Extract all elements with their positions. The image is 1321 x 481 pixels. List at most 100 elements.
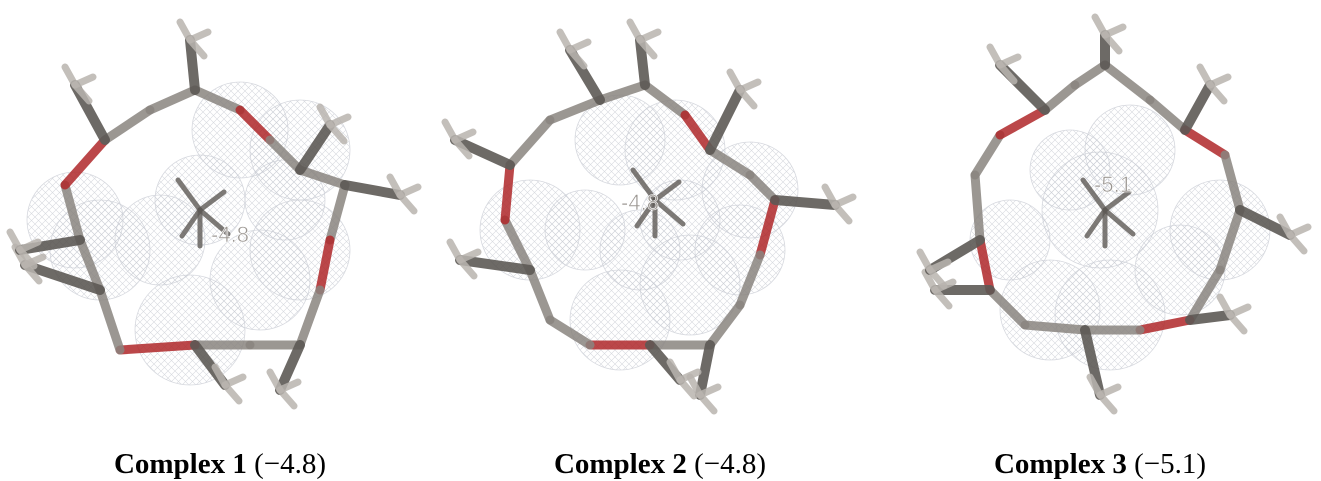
complex-3-caption: Complex 3 (−5.1) [880, 448, 1320, 480]
guest-bond [634, 197, 658, 229]
hydrogen-bond-stub [1096, 391, 1118, 415]
complex-1-value: (−4.8) [254, 448, 327, 480]
complex-2-name: Complex 2 [553, 448, 687, 480]
substituent-bond [340, 180, 405, 200]
hydrogen-bond-stub [1101, 31, 1123, 55]
ring-bond [1070, 60, 1110, 90]
complex-3-name: Complex 3 [993, 448, 1127, 480]
complex-3-panel: -5.1 Complex 3 (−5.1) [880, 0, 1320, 481]
hydrogen-bond-stub [1226, 311, 1248, 335]
ring-bond [1215, 205, 1245, 275]
ring-bond [975, 235, 995, 295]
substituent-bond [705, 85, 745, 155]
substituent-bond [635, 35, 650, 90]
ring-bond [145, 85, 200, 115]
ring-bond [500, 160, 515, 225]
guest-bond [630, 167, 658, 203]
ring-bond [1185, 265, 1225, 325]
complex-3-structure: -5.1 [916, 13, 1312, 415]
complex-2-caption: Complex 2 (−4.8) [440, 448, 880, 480]
van-der-waals-mesh-group [479, 94, 799, 371]
ring-bond [1100, 60, 1155, 105]
hydrogen-bond-stub [221, 381, 243, 405]
ring-bond [75, 235, 105, 295]
ring-bond [755, 195, 780, 260]
ring-bond [1145, 95, 1190, 135]
ring-bond [1135, 315, 1195, 335]
ring-bond [995, 105, 1050, 140]
complex-2-panel: -4.8 Complex 2 (−4.8) [440, 0, 880, 481]
substituent-bond [455, 255, 535, 275]
hydrogen-bond-stub [566, 46, 588, 70]
hydrogen-bond-stub [71, 81, 93, 105]
ring-bond [745, 170, 780, 205]
substituent-bond [1180, 80, 1215, 135]
ring-bond [115, 340, 200, 355]
hydrogen-bond-stub [186, 36, 208, 60]
ring-bond [545, 95, 605, 125]
macrocycle-ring [500, 80, 780, 350]
ring-bond [1180, 125, 1230, 160]
mesh-sphere [969, 199, 1051, 281]
guest-bond [179, 207, 203, 239]
macrocycle-ring [970, 60, 1245, 335]
ring-bond [95, 285, 125, 355]
ring-bond [985, 285, 1030, 330]
mesh-sphere [999, 259, 1101, 361]
guest-bond [652, 179, 682, 203]
hydrogen-bond-stub [931, 286, 953, 310]
hydrogen-bond-stub [21, 261, 43, 285]
substituent-group [916, 13, 1312, 415]
guest-bond [1080, 177, 1108, 213]
complex-2-value: (−4.8) [694, 448, 767, 480]
substituent-bond [1185, 310, 1235, 325]
substituent-bond [695, 340, 715, 400]
hydrogen-bond-stub [276, 386, 298, 410]
hydrogen-bond-stub [451, 136, 473, 160]
complex-1-structure: -4.8 [6, 18, 422, 410]
ring-bond [1040, 80, 1080, 115]
ring-bond [970, 130, 1005, 180]
ring-bond [705, 300, 745, 350]
ring-bond [60, 180, 85, 245]
substituent-bond [450, 135, 515, 170]
complex-1-panel: -4.8 Complex 1 (−4.8) [0, 0, 440, 481]
guest-bond [197, 189, 227, 213]
hydrogen-bond-stub [736, 86, 758, 110]
binding-energy-label: -4.8 [621, 190, 659, 215]
binding-energy-label: -5.1 [1094, 172, 1132, 197]
ring-bond [235, 105, 275, 145]
ring-bond [640, 80, 690, 120]
ring-bond [1220, 150, 1245, 215]
hydrogen-bond-stub [831, 201, 853, 225]
ring-bond [735, 250, 765, 310]
complex-3-value: (−5.1) [1134, 448, 1207, 480]
ring-bond [265, 135, 305, 175]
ring-bond [970, 170, 985, 245]
complex-2-structure: -4.8 [441, 18, 857, 415]
substituent-bond [770, 195, 840, 210]
hydrogen-bond-stub [996, 61, 1018, 85]
substituent-group [6, 18, 422, 410]
van-der-waals-mesh-group [969, 104, 1271, 371]
ring-bond [1020, 320, 1090, 335]
ring-bond [595, 80, 650, 105]
macrocycle-ring [60, 85, 350, 355]
ring-bond [525, 265, 555, 325]
complex-1-name: Complex 1 [113, 448, 247, 480]
hydrogen-bond-stub [396, 191, 418, 215]
mesh-sphere [134, 274, 246, 386]
ring-bond [500, 215, 535, 275]
guest-bond [197, 207, 231, 237]
hydrogen-bond-stub [676, 376, 698, 400]
substituent-bond [295, 120, 335, 175]
substituent-bond [20, 260, 105, 295]
substituent-bond [1235, 205, 1295, 240]
ring-bond [505, 115, 555, 170]
hydrogen-bond-stub [696, 391, 718, 415]
guest-molecule [1080, 177, 1136, 249]
hydrogen-bond-stub [636, 36, 658, 60]
substituent-group [441, 18, 857, 415]
substituent-bond [185, 35, 200, 95]
ring-bond [60, 135, 110, 190]
